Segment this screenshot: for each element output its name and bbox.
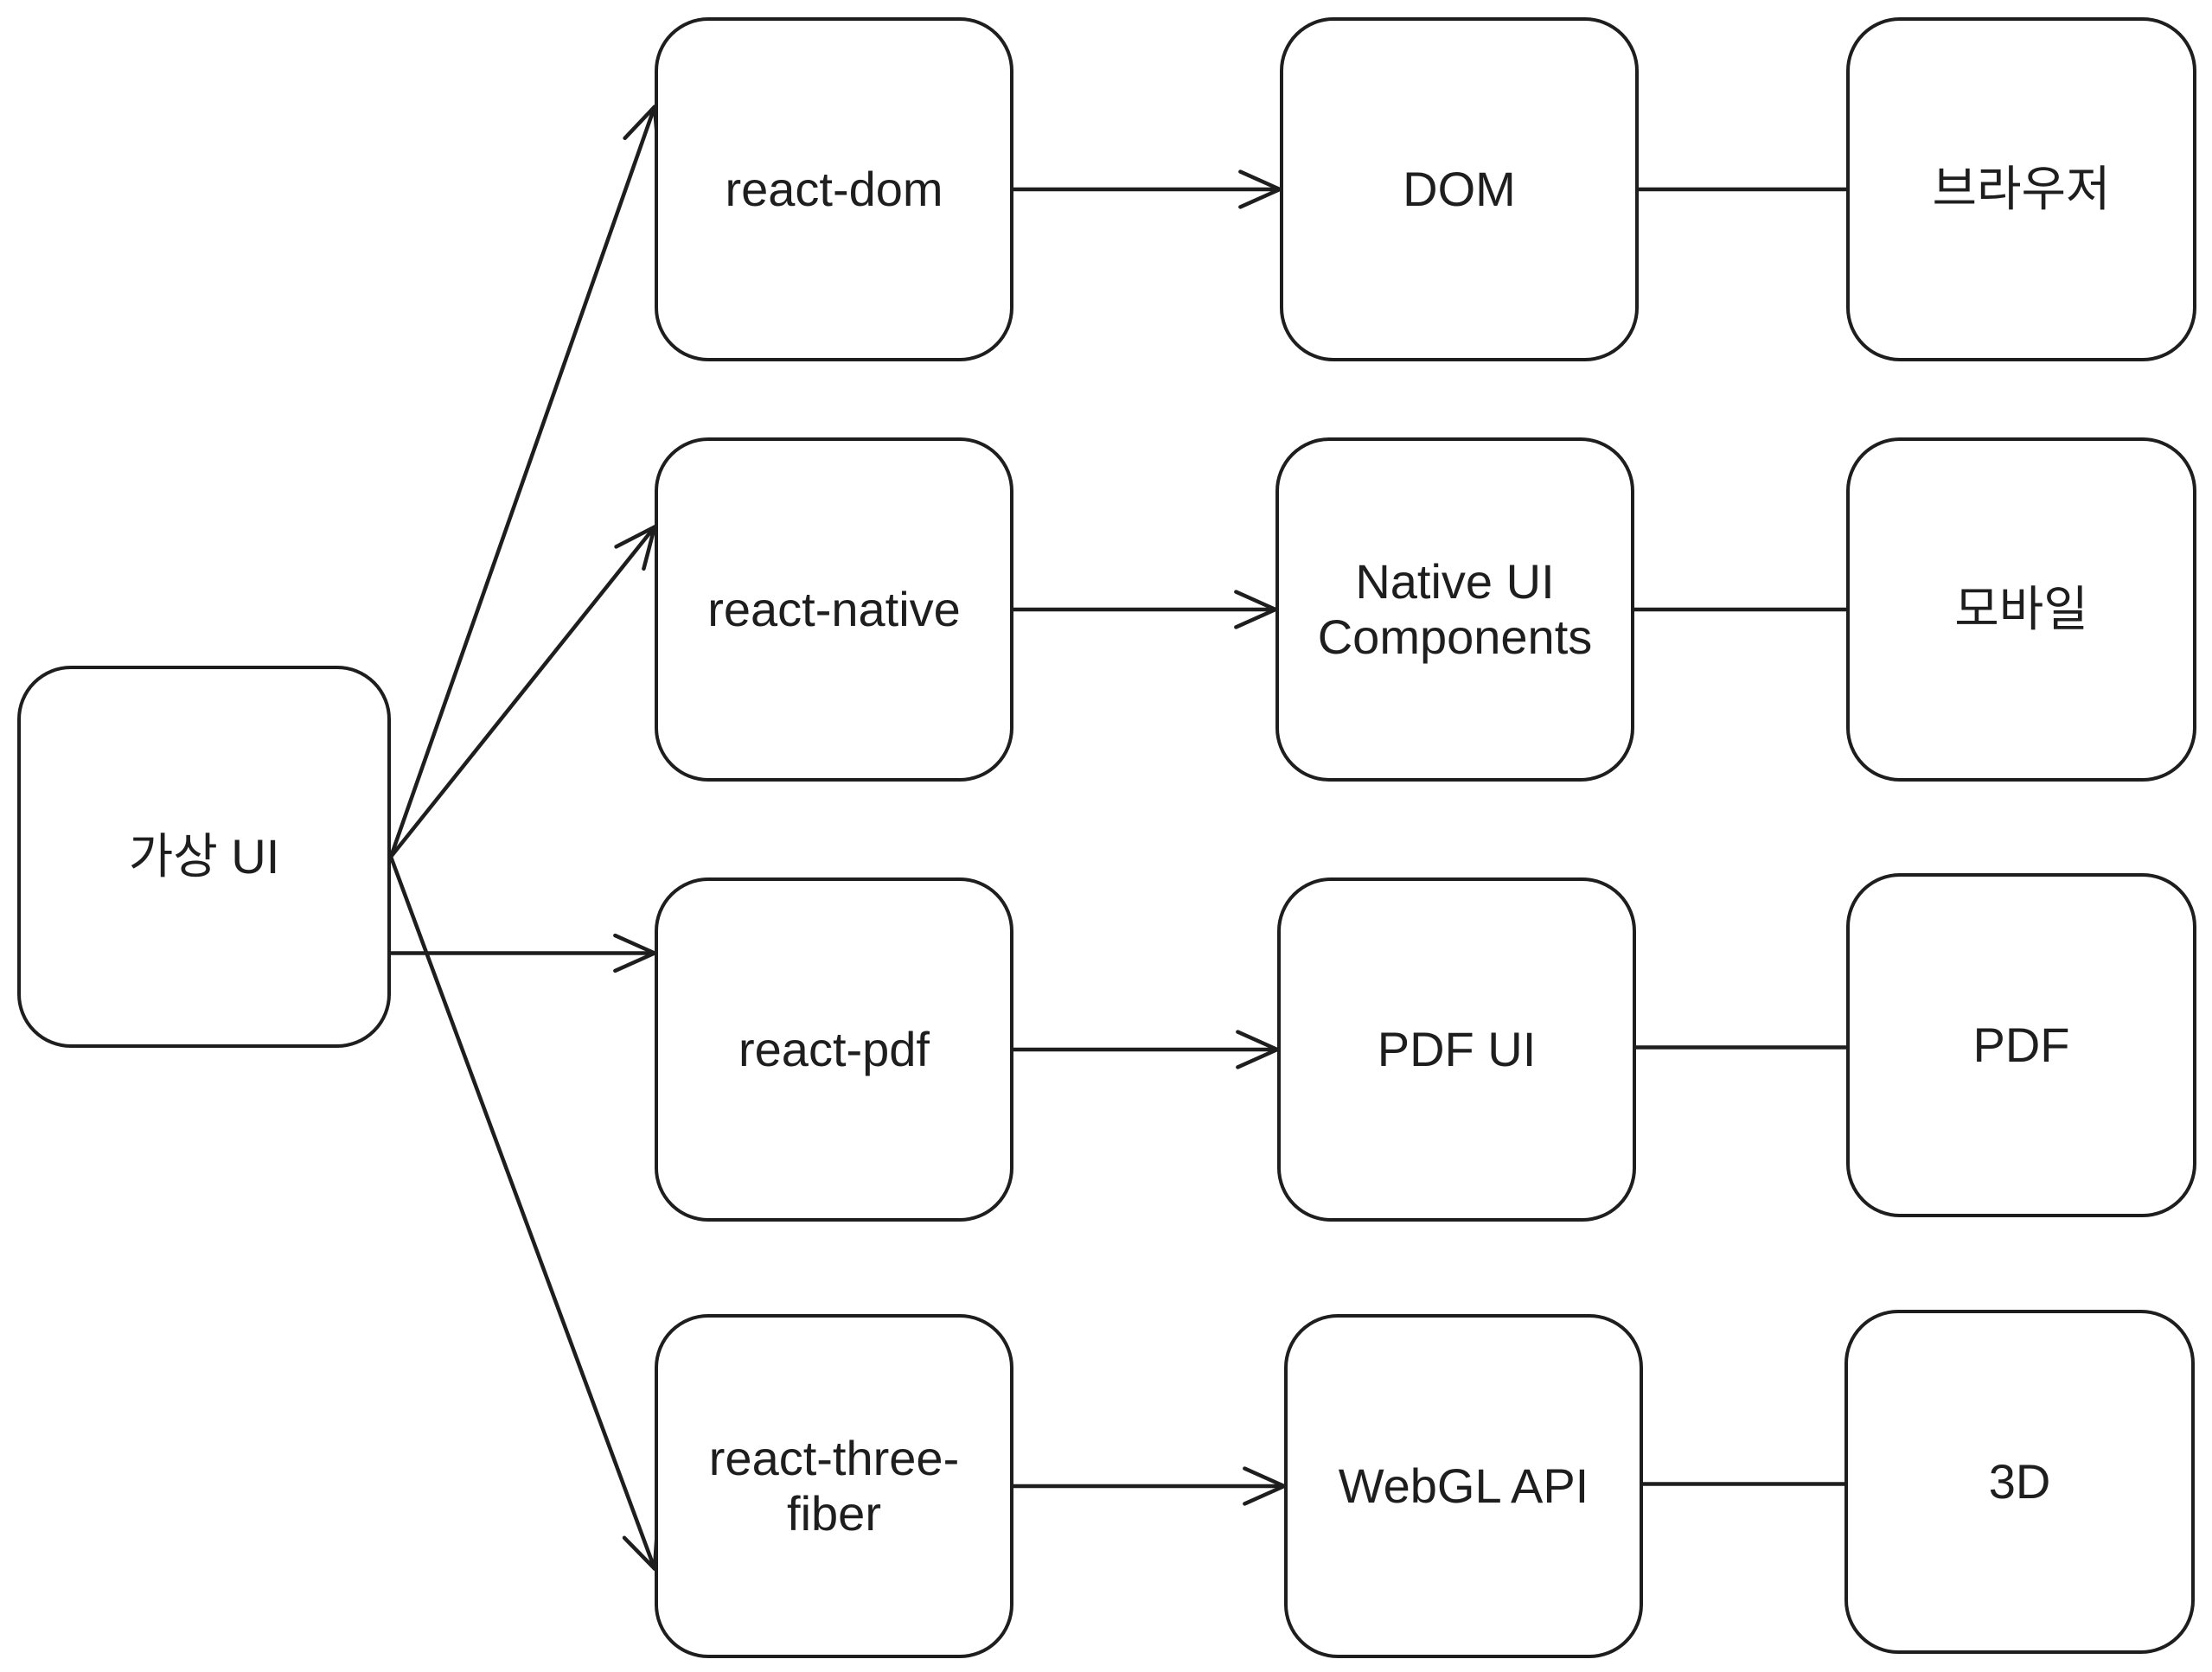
arrow-line (388, 525, 657, 859)
edge-virtual-ui-to-react-three-fiber (388, 854, 660, 1571)
node-virtual-ui: 가상 UI (17, 666, 391, 1048)
node-react-native: react-native (655, 437, 1013, 782)
edge-react-pdf-to-pdf-ui (1011, 1030, 1280, 1069)
node-browser: 브라우저 (1846, 17, 2196, 361)
node-react-three-fiber: react-three- fiber (655, 1314, 1013, 1658)
edge-react-three-fiber-to-webgl-api (1011, 1466, 1287, 1506)
arrow-line (388, 854, 657, 1571)
node-3d: 3D (1844, 1310, 2195, 1654)
node-react-dom: react-dom (655, 17, 1013, 361)
node-pdf: PDF (1846, 873, 2196, 1217)
node-dom: DOM (1280, 17, 1639, 361)
edge-virtual-ui-to-react-native (388, 525, 657, 859)
node-native-ui-components: Native UI Components (1275, 437, 1634, 782)
node-webgl-api: WebGL API (1284, 1314, 1643, 1658)
arrow-line (388, 105, 657, 859)
node-pdf-ui: PDF UI (1277, 877, 1636, 1222)
node-react-pdf: react-pdf (655, 877, 1013, 1222)
edge-react-dom-to-dom (1011, 169, 1282, 209)
edge-virtual-ui-to-react-dom (388, 105, 661, 859)
edge-react-native-to-native-ui-components (1011, 590, 1278, 629)
node-mobile: 모바일 (1846, 437, 2196, 782)
